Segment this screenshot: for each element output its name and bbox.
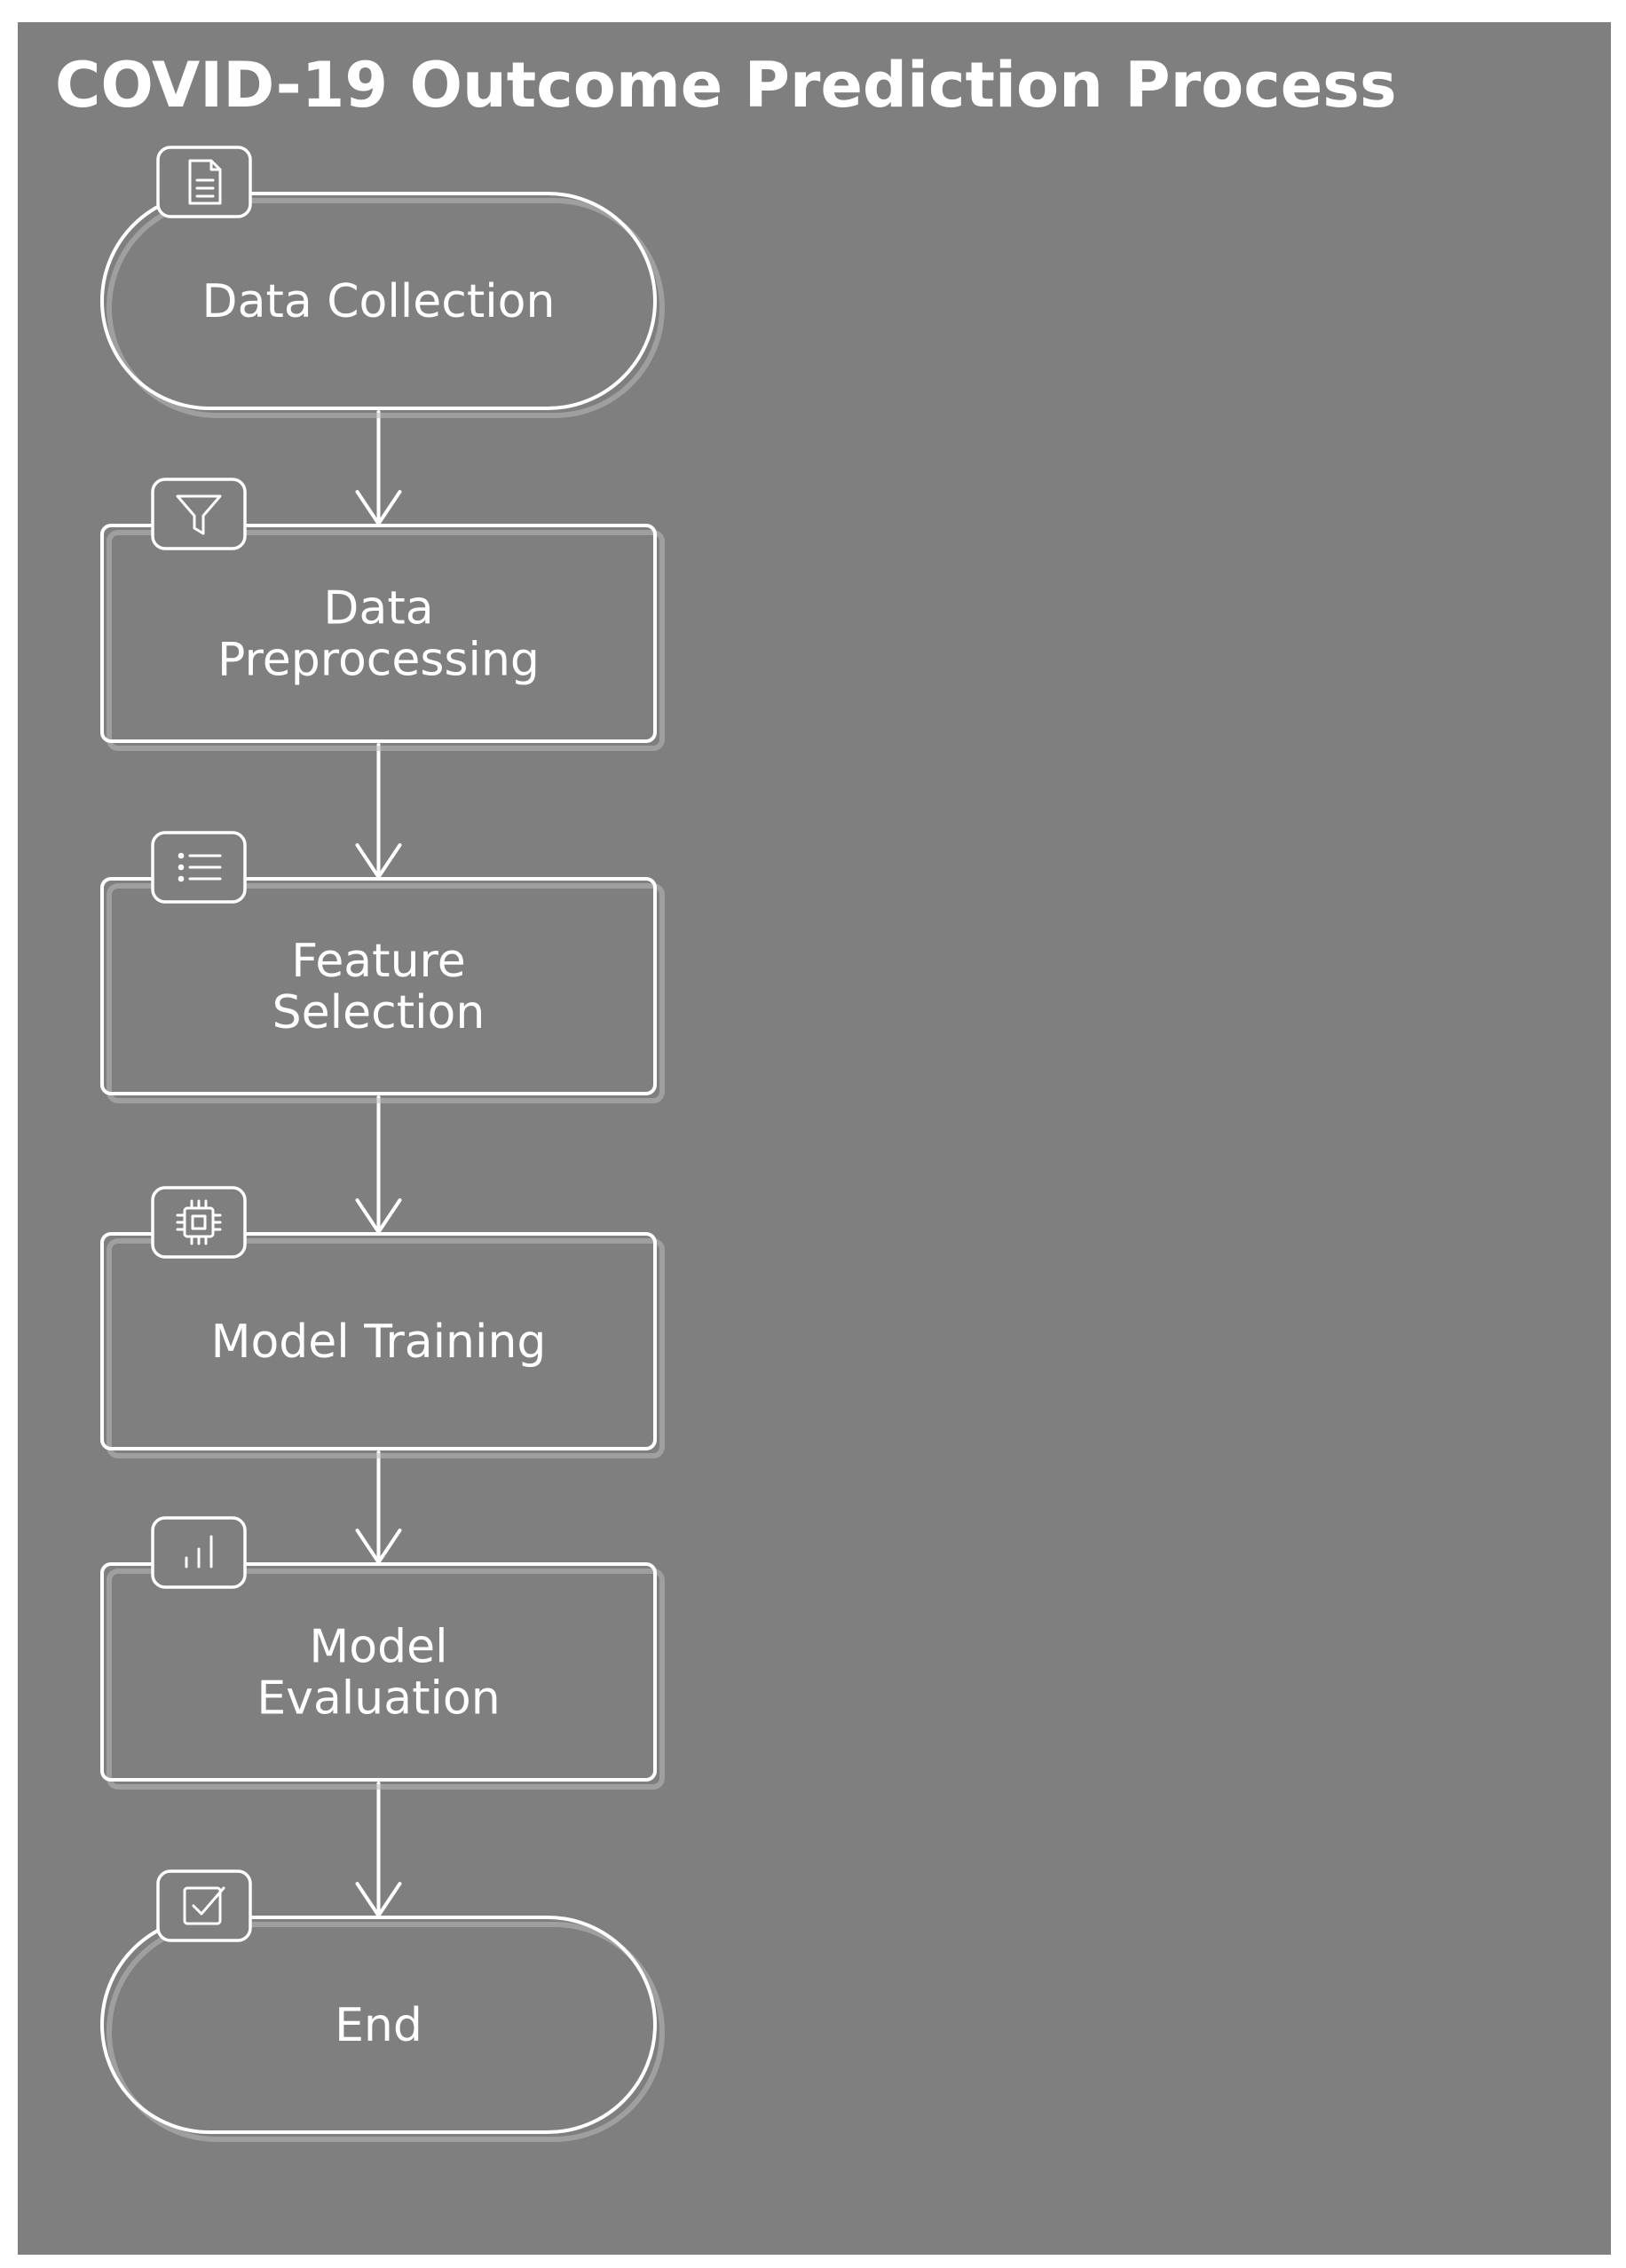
step-model-training[interactable]: Model Training (100, 1186, 665, 1458)
process-steps: Data CollectionDataPreprocessingFeatureS… (100, 146, 665, 2142)
step-label: Preprocessing (217, 634, 540, 687)
step-shape-pill (100, 1916, 657, 2134)
filter-icon (176, 494, 222, 535)
step-shape-box (100, 877, 657, 1095)
step-label: Data Collection (202, 275, 556, 328)
diagram-title: COVID-19 Outcome Prediction Process (55, 49, 1397, 122)
step-label: Selection (272, 986, 485, 1039)
checkbox-icon (183, 1886, 225, 1925)
checkbox-badge (156, 1869, 252, 1942)
document-badge (156, 146, 252, 218)
list-badge (151, 831, 247, 904)
step-shadow (107, 198, 665, 418)
badge-frame (151, 1186, 247, 1259)
step-shape-pill (100, 192, 657, 410)
document-icon (188, 159, 222, 205)
step-shape-box (100, 1562, 657, 1782)
step-label: Model Training (211, 1316, 547, 1369)
step-shadow (107, 1569, 665, 1790)
step-label: Data (323, 582, 433, 636)
badge-frame (151, 478, 247, 550)
step-shape-box (100, 524, 657, 743)
filter-badge (151, 478, 247, 550)
diagram-background (18, 22, 1611, 2255)
step-label: Model (309, 1621, 447, 1674)
step-label: Evaluation (257, 1672, 500, 1726)
bar-chart-icon (185, 1535, 213, 1569)
step-end[interactable]: End (100, 1869, 665, 2142)
step-data-collection[interactable]: Data Collection (100, 146, 665, 418)
cpu-chip-badge (151, 1186, 247, 1259)
step-shadow (107, 883, 665, 1103)
step-shape-box (100, 1232, 657, 1450)
list-icon (178, 852, 222, 882)
step-shadow (107, 1922, 665, 2142)
bar-chart-badge (151, 1516, 247, 1589)
cpu-chip-icon (176, 1199, 222, 1245)
step-label: End (335, 1999, 422, 2052)
step-shadow (107, 530, 665, 751)
badge-frame (156, 1869, 252, 1942)
badge-frame (156, 146, 252, 218)
step-label: Feature (291, 935, 466, 988)
step-shadow (107, 1238, 665, 1458)
